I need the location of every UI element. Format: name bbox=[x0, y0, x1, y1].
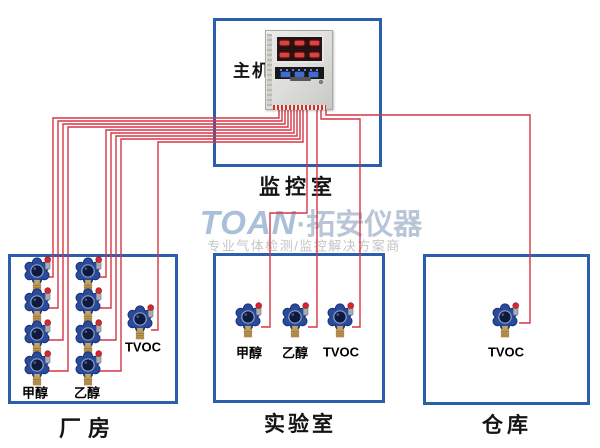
controller-led-display bbox=[275, 35, 324, 63]
controller-button bbox=[309, 72, 319, 77]
gas-detector-icon bbox=[235, 302, 262, 338]
gas-detector-icon bbox=[24, 350, 51, 386]
warehouse-room-label: 仓库 bbox=[482, 412, 532, 437]
gas-detector bbox=[22, 319, 52, 357]
factory-ethanol-label: 乙醇 bbox=[73, 385, 101, 401]
monitor-room-box bbox=[213, 18, 382, 167]
controller-button-strip bbox=[275, 67, 324, 79]
gas-detector bbox=[280, 302, 310, 340]
signal-wire bbox=[261, 110, 308, 328]
signal-wire bbox=[99, 110, 301, 372]
host-unit-label: 主机 bbox=[233, 61, 271, 82]
led-cell bbox=[292, 38, 307, 49]
gas-detector-icon bbox=[327, 302, 354, 338]
signal-wire bbox=[325, 110, 531, 324]
gas-detector bbox=[73, 350, 103, 388]
gas-detector-icon bbox=[24, 287, 51, 323]
signal-wire bbox=[99, 110, 298, 341]
warehouse-room-box bbox=[423, 254, 590, 405]
signal-wire bbox=[48, 110, 280, 278]
gas-detector-icon bbox=[127, 304, 154, 340]
controller-keyhole bbox=[319, 80, 323, 84]
gas-detector bbox=[125, 304, 155, 342]
controller-button bbox=[280, 72, 290, 77]
monitor-room-label: 监控室 bbox=[259, 174, 337, 199]
led-cell bbox=[292, 49, 307, 60]
signal-wire bbox=[48, 110, 283, 309]
gas-detector-icon bbox=[492, 302, 519, 338]
lab-room-label: 实验室 bbox=[264, 411, 336, 436]
led-cell bbox=[278, 38, 292, 49]
controller-hinge-strip bbox=[267, 34, 272, 106]
gas-detector-icon bbox=[75, 350, 102, 386]
watermark-tagline: 专业气体检测/监控解决方案商 bbox=[207, 238, 401, 254]
controller-model-plate bbox=[290, 77, 311, 81]
signal-wire bbox=[99, 110, 295, 309]
factory-methanol-label: 甲醇 bbox=[21, 385, 49, 401]
gas-detector-icon bbox=[282, 302, 309, 338]
gas-detector-icon bbox=[75, 319, 102, 355]
gas-detector bbox=[233, 302, 263, 340]
led-cell bbox=[307, 49, 321, 60]
controller-button bbox=[294, 72, 304, 77]
gas-detector bbox=[22, 256, 52, 294]
gas-detector-icon bbox=[24, 319, 51, 355]
gas-detector-icon bbox=[24, 256, 51, 292]
signal-wire bbox=[320, 110, 361, 328]
signal-wire bbox=[308, 110, 318, 328]
led-cell bbox=[307, 38, 321, 49]
gas-detector bbox=[73, 319, 103, 357]
factory-tvoc-label: TVOC bbox=[124, 339, 162, 355]
factory-room-label: 厂房 bbox=[58, 416, 118, 442]
signal-wire bbox=[48, 110, 286, 341]
warehouse-tvoc-label: TVOC bbox=[487, 344, 525, 360]
gas-detector bbox=[22, 350, 52, 388]
signal-wire bbox=[48, 110, 289, 372]
gas-alarm-controller bbox=[265, 30, 333, 110]
lab-methanol-label: 甲醇 bbox=[235, 345, 263, 361]
watermark-brand-latin: TOAN bbox=[199, 204, 297, 241]
gas-detector bbox=[325, 302, 355, 340]
signal-wire bbox=[151, 110, 304, 331]
led-cell bbox=[278, 49, 292, 60]
gas-detector-icon bbox=[75, 256, 102, 292]
lab-tvoc-label: TVOC bbox=[322, 344, 360, 360]
lab-ethanol-label: 乙醇 bbox=[281, 345, 309, 361]
factory-room-box bbox=[8, 254, 178, 404]
gas-detector bbox=[22, 287, 52, 325]
gas-detector bbox=[73, 256, 103, 294]
lab-room-box bbox=[213, 253, 385, 403]
gas-detector bbox=[490, 302, 520, 340]
controller-terminal-strip bbox=[273, 105, 326, 110]
signal-wire bbox=[99, 110, 292, 278]
